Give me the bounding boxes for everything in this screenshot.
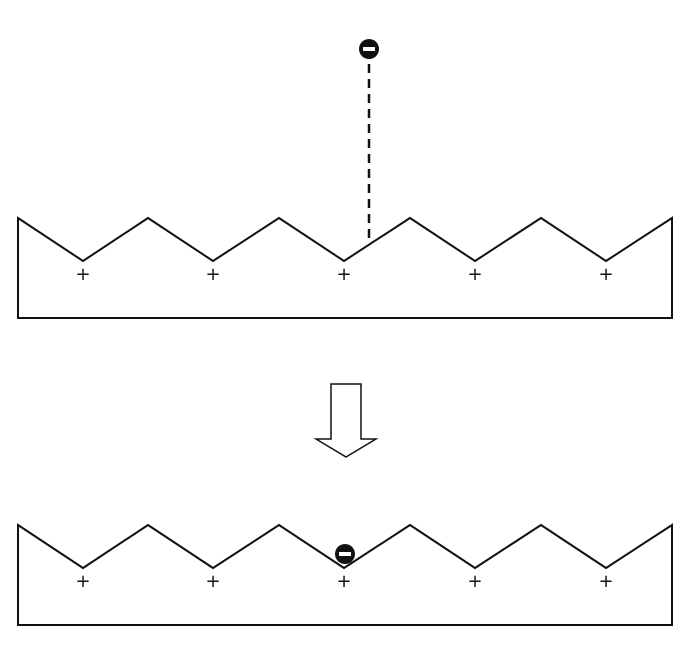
top-positive-charge-2: + — [205, 264, 220, 285]
top-positive-charge-5: + — [598, 264, 613, 285]
bottom-positive-charge-2: + — [205, 571, 220, 592]
top-positive-charge-1: + — [75, 264, 90, 285]
top-positive-sites: + + + + + — [75, 264, 613, 285]
incoming-electron-icon — [359, 39, 379, 59]
down-arrow-icon — [313, 383, 379, 458]
bottom-positive-charge-4: + — [467, 571, 482, 592]
top-panel: + + + + + — [17, 39, 673, 319]
top-positive-charge-4: + — [467, 264, 482, 285]
top-positive-charge-3: + — [336, 264, 351, 285]
bottom-positive-charge-1: + — [75, 571, 90, 592]
bottom-positive-sites: + + + + + — [75, 571, 613, 592]
bottom-positive-charge-5: + — [598, 571, 613, 592]
bottom-surface-outline — [17, 523, 673, 626]
bottom-positive-charge-3: + — [336, 571, 351, 592]
top-surface-outline — [17, 216, 673, 319]
bottom-panel: + + + + + — [17, 523, 673, 626]
captured-electron-icon — [335, 544, 355, 564]
